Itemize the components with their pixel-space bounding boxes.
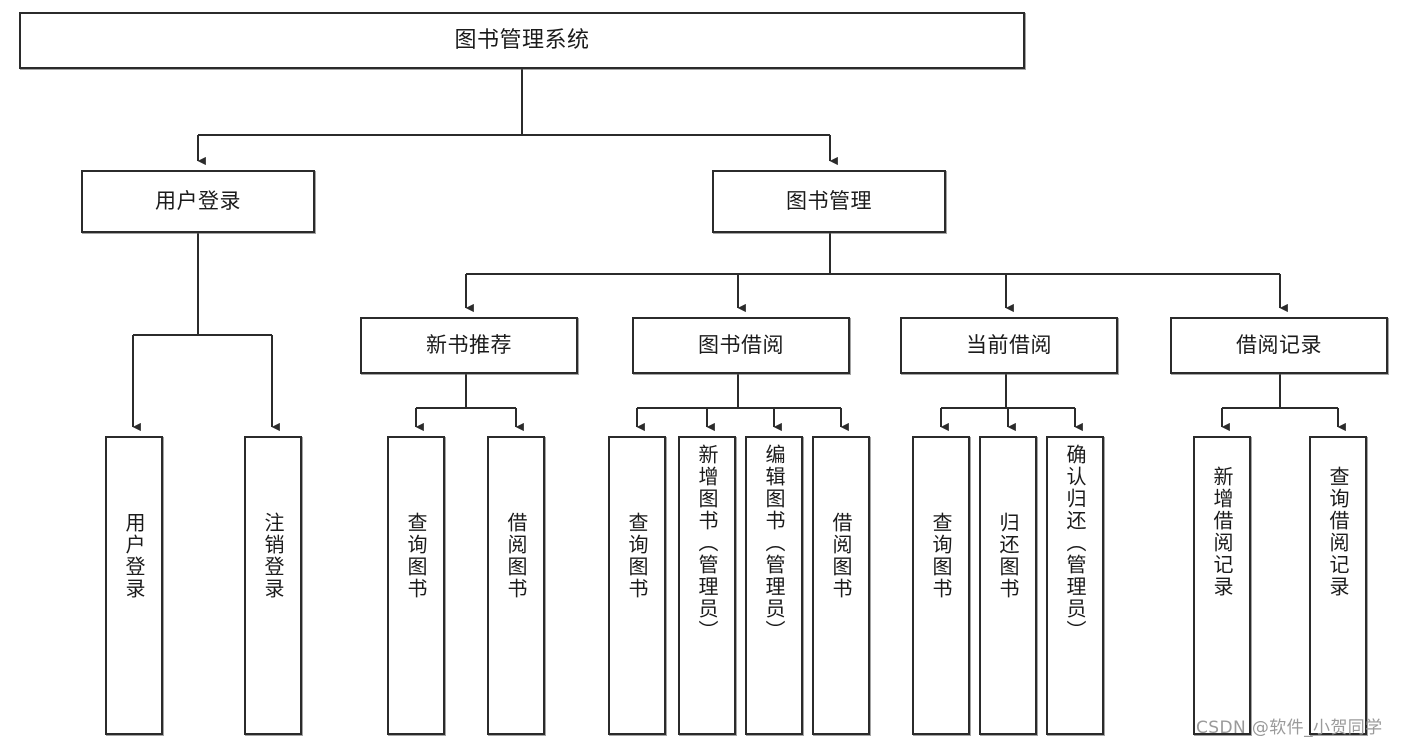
node-leaf-borrow-book-1[interactable]: 借阅图书 [487,436,545,735]
node-book-management[interactable]: 图书管理 [712,170,946,233]
node-borrow-record[interactable]: 借阅记录 [1170,317,1388,374]
node-leaf-borrow-book-2-label: 借阅图书 [829,512,853,600]
node-book-management-label: 图书管理 [786,189,872,214]
node-leaf-query-book-3-label: 查询图书 [929,512,953,600]
node-new-book-recommend[interactable]: 新书推荐 [360,317,578,374]
node-leaf-add-book[interactable]: 新增图书（管理员） [678,436,736,735]
node-leaf-return-book-label: 归还图书 [996,512,1020,600]
node-leaf-confirm-return[interactable]: 确认归还（管理员） [1046,436,1104,735]
node-book-borrow-label: 图书借阅 [698,333,784,358]
node-new-book-recommend-label: 新书推荐 [426,333,512,358]
node-leaf-user-login[interactable]: 用户登录 [105,436,163,735]
node-leaf-query-record-label: 查询借阅记录 [1326,466,1350,598]
node-leaf-borrow-book-1-label: 借阅图书 [504,512,528,600]
node-leaf-borrow-book-2[interactable]: 借阅图书 [812,436,870,735]
node-leaf-confirm-return-label: 确认归还（管理员） [1063,444,1087,642]
node-current-borrow-label: 当前借阅 [966,333,1052,358]
node-user-login-label: 用户登录 [155,189,241,214]
node-root[interactable]: 图书管理系统 [19,12,1025,69]
node-root-label: 图书管理系统 [454,27,590,53]
node-borrow-record-label: 借阅记录 [1236,333,1322,358]
node-leaf-query-book-3[interactable]: 查询图书 [912,436,970,735]
node-leaf-logout-login-label: 注销登录 [261,512,285,600]
node-leaf-return-book[interactable]: 归还图书 [979,436,1037,735]
node-current-borrow[interactable]: 当前借阅 [900,317,1118,374]
node-leaf-query-record[interactable]: 查询借阅记录 [1309,436,1367,735]
node-leaf-add-record[interactable]: 新增借阅记录 [1193,436,1251,735]
csdn-watermark: CSDN @软件_小贺同学 [1196,718,1383,738]
node-leaf-query-book-1[interactable]: 查询图书 [387,436,445,735]
node-leaf-query-book-2-label: 查询图书 [625,512,649,600]
node-book-borrow[interactable]: 图书借阅 [632,317,850,374]
node-leaf-logout-login[interactable]: 注销登录 [244,436,302,735]
node-leaf-edit-book[interactable]: 编辑图书（管理员） [745,436,803,735]
node-leaf-add-book-label: 新增图书（管理员） [695,444,719,642]
node-user-login[interactable]: 用户登录 [81,170,315,233]
node-leaf-edit-book-label: 编辑图书（管理员） [762,444,786,642]
node-leaf-query-book-2[interactable]: 查询图书 [608,436,666,735]
node-leaf-user-login-label: 用户登录 [122,512,146,600]
node-leaf-query-book-1-label: 查询图书 [404,512,428,600]
node-leaf-add-record-label: 新增借阅记录 [1210,466,1234,598]
